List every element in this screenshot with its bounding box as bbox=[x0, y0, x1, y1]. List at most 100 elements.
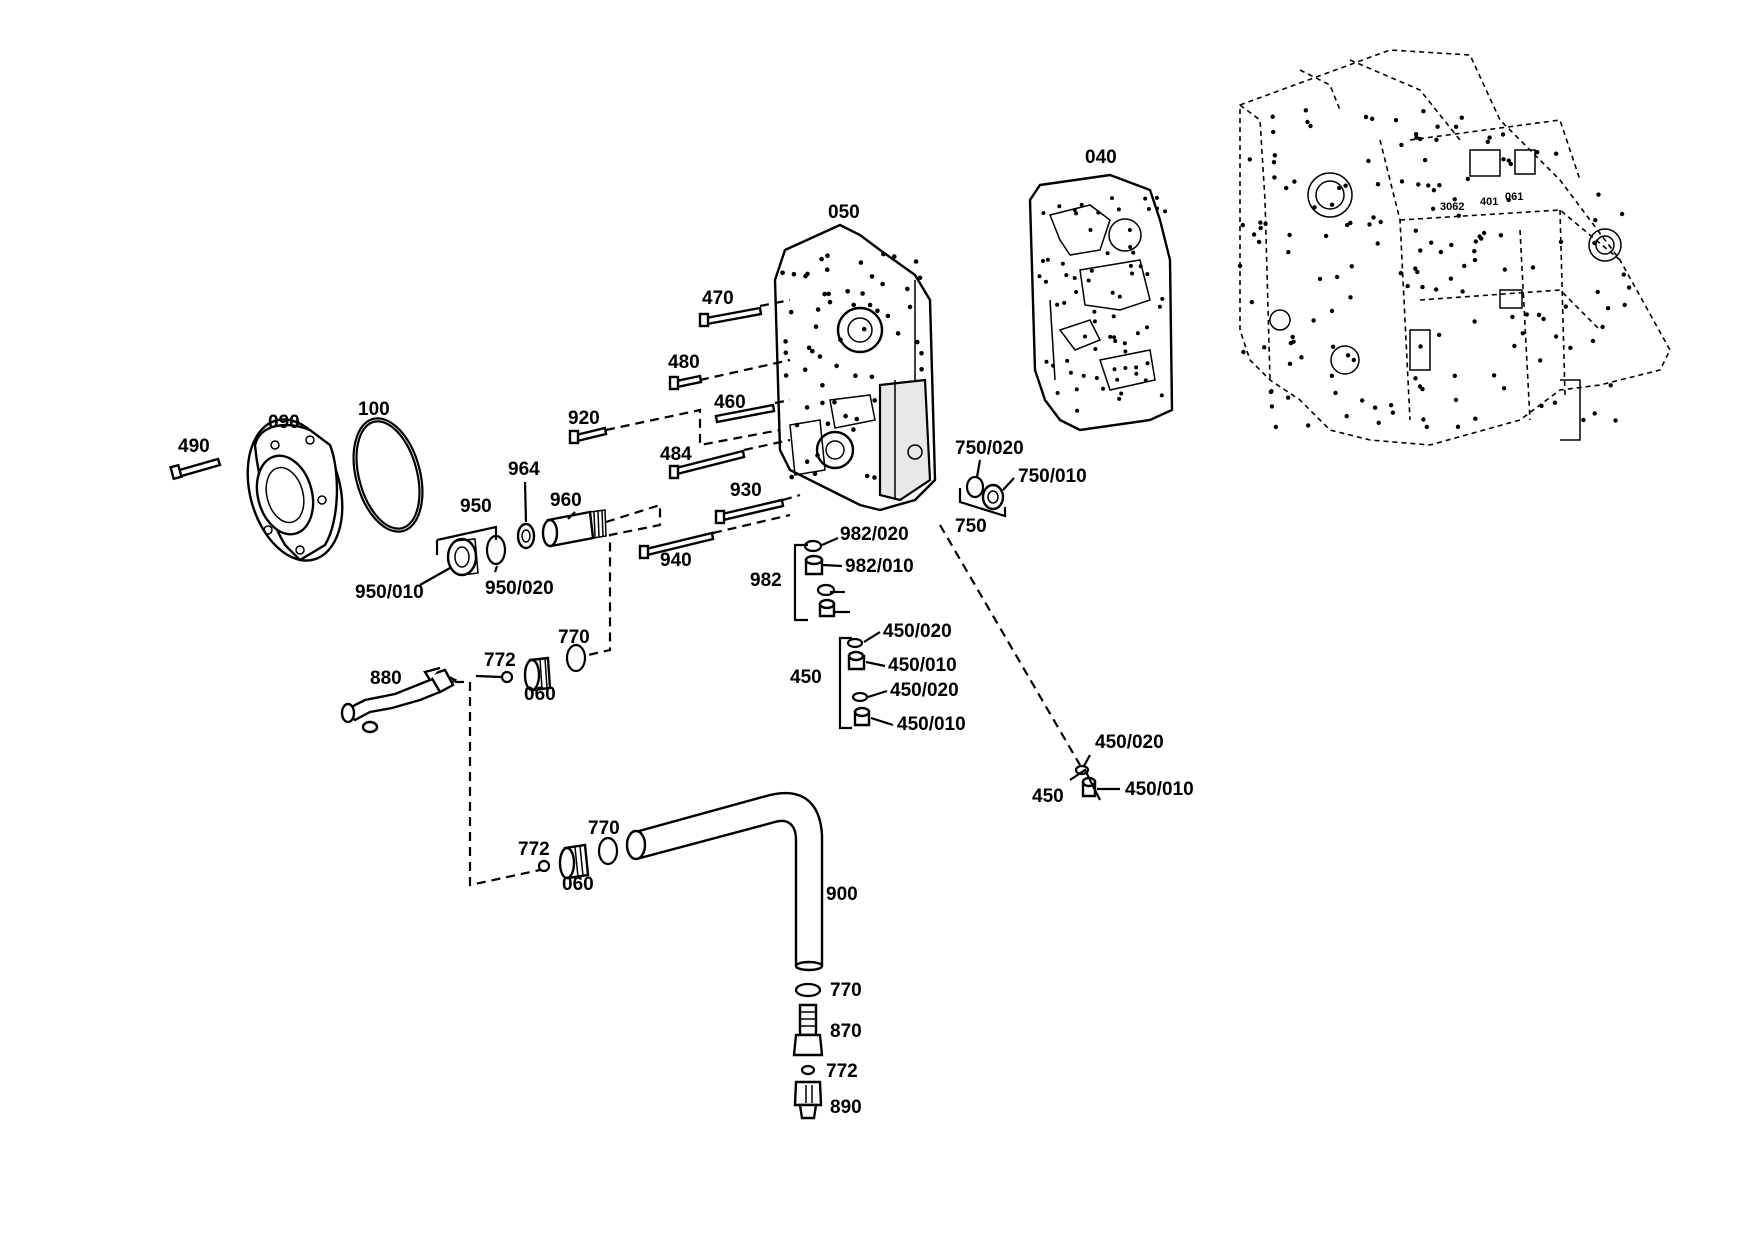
housing-stamp-1: 3062 bbox=[1440, 201, 1464, 213]
bolt-hole bbox=[1388, 403, 1394, 408]
bolt-hole bbox=[1138, 264, 1143, 269]
bolt-hole bbox=[1349, 264, 1355, 269]
bolt-hole bbox=[1163, 209, 1167, 214]
label-930: 930 bbox=[730, 480, 762, 501]
bolt-hole bbox=[915, 339, 920, 345]
label-950: 950 bbox=[460, 496, 492, 517]
bolt-hole bbox=[1592, 411, 1597, 416]
label-772-c: 772 bbox=[826, 1061, 858, 1082]
bolt-hole bbox=[1500, 132, 1506, 137]
bolt-hole bbox=[1269, 404, 1275, 409]
bolt-hole bbox=[1146, 207, 1151, 211]
bolt-hole bbox=[806, 345, 812, 351]
fitting-060-a bbox=[500, 643, 587, 692]
bolt-hole bbox=[794, 422, 800, 428]
bolt-hole bbox=[1506, 158, 1512, 163]
bolt-hole bbox=[1271, 129, 1276, 135]
bolt-hole bbox=[1501, 157, 1506, 162]
bolt-hole bbox=[867, 302, 873, 308]
bolt-hole bbox=[1270, 114, 1275, 119]
bolt-hole bbox=[1110, 290, 1115, 295]
bolt-hole bbox=[1393, 118, 1399, 123]
bolt-hole bbox=[1595, 289, 1600, 295]
label-890: 890 bbox=[830, 1097, 862, 1118]
o-ring-772-c bbox=[800, 1064, 816, 1076]
bolt-hole bbox=[817, 354, 823, 359]
bolt-hole bbox=[1399, 179, 1405, 184]
bolt-hole bbox=[1086, 278, 1091, 283]
valve-body-hole-pattern bbox=[780, 251, 924, 480]
bolt-hole bbox=[1434, 137, 1439, 142]
bolt-hole bbox=[1434, 287, 1439, 292]
bolt-hole bbox=[1064, 273, 1069, 278]
bolt-hole bbox=[791, 271, 797, 277]
label-490: 490 bbox=[178, 436, 210, 457]
bolt-hole bbox=[1094, 376, 1099, 380]
bolt-hole bbox=[1092, 319, 1097, 324]
bolt-hole bbox=[1371, 215, 1376, 220]
label-450-b: 450 bbox=[1032, 786, 1064, 807]
bolt-hole bbox=[802, 367, 808, 373]
bolt-hole bbox=[1581, 417, 1586, 423]
bolt-hole bbox=[1329, 308, 1335, 314]
bolt-hole bbox=[1563, 304, 1569, 309]
bolt-hole bbox=[1041, 211, 1046, 215]
bolt-hole bbox=[1449, 242, 1454, 248]
bolt-hole bbox=[1345, 353, 1351, 358]
plug-982 bbox=[793, 539, 836, 622]
plug-450-group-a bbox=[838, 636, 871, 730]
bolt-hole bbox=[1079, 202, 1084, 207]
bolt-hole bbox=[1273, 424, 1279, 430]
bolt-hole bbox=[1398, 271, 1404, 276]
bolt-hole bbox=[851, 427, 856, 432]
bolt-hole bbox=[826, 291, 831, 297]
bolt-hole bbox=[827, 299, 833, 305]
bolt-hole bbox=[1037, 274, 1042, 279]
bolt-hole bbox=[872, 475, 877, 480]
bolt-hole bbox=[1535, 150, 1540, 155]
label-484: 484 bbox=[660, 444, 692, 465]
seal-950 bbox=[435, 525, 507, 577]
bolt-hole bbox=[1306, 423, 1311, 428]
bolt-hole bbox=[1472, 319, 1477, 324]
bolt-hole bbox=[1421, 109, 1426, 114]
bolt-hole bbox=[1060, 261, 1065, 266]
bolt-hole bbox=[872, 398, 877, 403]
bolt-hole bbox=[1472, 249, 1477, 254]
bolt-hole bbox=[1370, 116, 1375, 122]
label-982-020: 982/020 bbox=[840, 524, 909, 545]
o-ring-770-c bbox=[794, 982, 822, 998]
bolt-hole bbox=[1045, 257, 1050, 262]
bolt-hole bbox=[1130, 271, 1135, 276]
bolt-hole bbox=[1088, 228, 1093, 232]
bolt-hole bbox=[1553, 334, 1559, 339]
bolt-hole bbox=[1501, 386, 1507, 391]
bolt-hole bbox=[1422, 157, 1428, 163]
washer-964-hole bbox=[521, 529, 531, 543]
label-982-010: 982/010 bbox=[845, 556, 914, 577]
bolt-hole bbox=[1145, 272, 1150, 277]
bolt-hole bbox=[1123, 366, 1128, 370]
bolt-hole bbox=[1134, 371, 1139, 376]
bolt-940 bbox=[638, 531, 715, 560]
bolt-hole bbox=[1258, 220, 1263, 225]
bolt-hole bbox=[783, 373, 789, 378]
bolt-hole bbox=[1477, 234, 1482, 239]
bolt-hole bbox=[1237, 263, 1243, 269]
assembly-leader-lines bbox=[455, 298, 1081, 887]
bolt-hole bbox=[919, 351, 924, 356]
label-770-b: 770 bbox=[588, 818, 620, 839]
bolt-hole bbox=[1055, 302, 1060, 307]
label-772-b: 772 bbox=[518, 839, 550, 860]
bolt-hole bbox=[1284, 185, 1289, 191]
bolt-hole bbox=[1421, 417, 1426, 422]
bolt-hole bbox=[824, 267, 830, 273]
bolt-hole bbox=[913, 259, 919, 264]
bolt-hole bbox=[892, 254, 897, 259]
bolt-hole bbox=[1592, 240, 1597, 246]
bolt-hole bbox=[1062, 300, 1067, 305]
bolt-hole bbox=[1092, 309, 1097, 314]
bolt-hole bbox=[1303, 108, 1309, 113]
label-450-a: 450 bbox=[790, 667, 822, 688]
